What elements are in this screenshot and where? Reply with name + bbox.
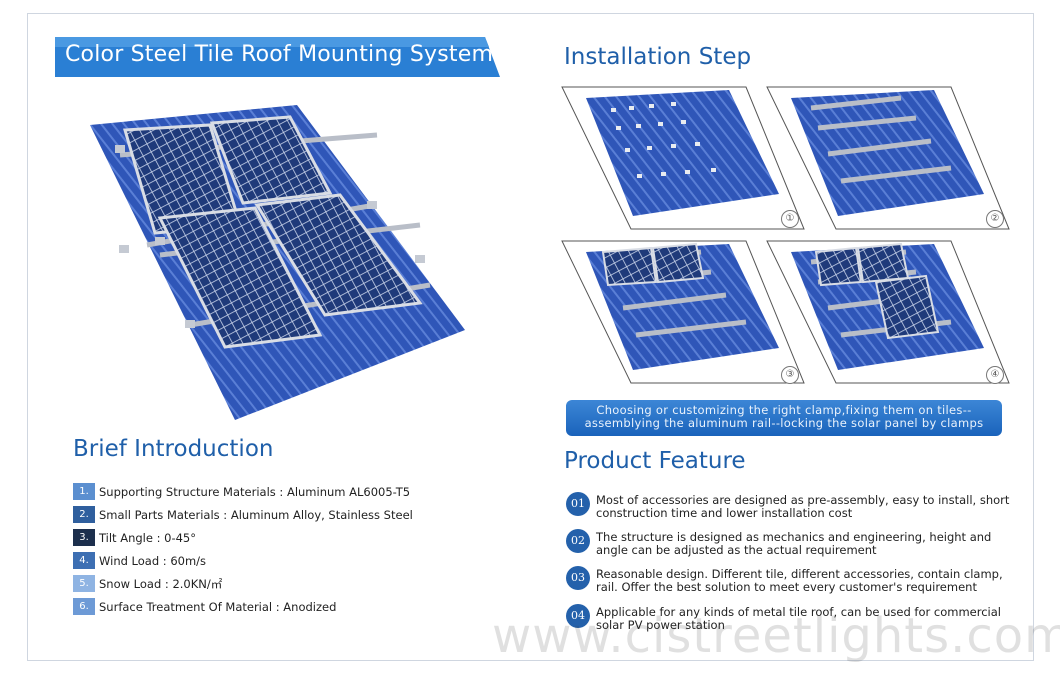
intro-item-2: 2. Small Parts Materials : Aluminum Allo… <box>73 503 413 526</box>
step-3-illustration <box>561 240 805 384</box>
intro-badge-3: 3. <box>73 529 95 546</box>
installation-step-heading: Installation Step <box>564 44 752 70</box>
feature-item-4: 04 Applicable for any kinds of metal til… <box>566 604 1016 632</box>
caption-line-1: Choosing or customizing the right clamp,… <box>596 403 972 417</box>
feature-text-3: Reasonable design. Different tile, diffe… <box>596 567 1003 594</box>
step-number-3: ③ <box>781 366 799 384</box>
intro-item-3: 3. Tilt Angle : 0-45° <box>73 526 413 549</box>
intro-label-5: Snow Load : 2.0KN/㎡ <box>99 576 223 591</box>
title-banner-background <box>55 37 500 77</box>
watermark-text: www.cistreetlights.com <box>492 608 1060 664</box>
feature-text-4: Applicable for any kinds of metal tile r… <box>596 605 1001 632</box>
intro-label-6: Surface Treatment Of Material : Anodized <box>99 599 337 614</box>
feature-text-1: Most of accessories are designed as pre-… <box>596 493 1010 520</box>
feature-item-3: 03 Reasonable design. Different tile, di… <box>566 566 1016 594</box>
intro-badge-1: 1. <box>73 483 95 500</box>
feature-number-3: 03 <box>566 566 590 590</box>
intro-badge-2: 2. <box>73 506 95 523</box>
brief-introduction-heading: Brief Introduction <box>73 436 274 462</box>
step-number-1: ① <box>781 210 799 228</box>
caption-line-2: assemblying the aluminum rail--locking t… <box>584 416 984 430</box>
feature-number-4: 04 <box>566 604 590 628</box>
feature-text-2: The structure is designed as mechanics a… <box>596 530 992 557</box>
intro-item-4: 4. Wind Load : 60m/s <box>73 549 413 572</box>
step-2-illustration <box>766 86 1010 230</box>
content-frame <box>27 13 1034 661</box>
step-4-illustration <box>766 240 1010 384</box>
installation-caption: Choosing or customizing the right clamp,… <box>566 400 1002 436</box>
step-number-2: ② <box>986 210 1004 228</box>
roof-mounting-illustration <box>90 105 465 420</box>
intro-item-6: 6. Surface Treatment Of Material : Anodi… <box>73 595 413 618</box>
intro-label-3: Tilt Angle : 0-45° <box>99 530 196 545</box>
feature-item-2: 02 The structure is designed as mechanic… <box>566 529 1016 557</box>
feature-item-1: 01 Most of accessories are designed as p… <box>566 492 1016 520</box>
installation-step-1: ① <box>561 86 805 230</box>
step-1-illustration <box>561 86 805 230</box>
title-banner: Color Steel Tile Roof Mounting System <box>55 37 500 77</box>
installation-step-3: ③ <box>561 240 805 384</box>
intro-label-1: Supporting Structure Materials : Aluminu… <box>99 484 411 499</box>
intro-item-1: 1. Supporting Structure Materials : Alum… <box>73 480 413 503</box>
feature-number-1: 01 <box>566 492 590 516</box>
intro-label-2: Small Parts Materials : Aluminum Alloy, … <box>99 507 413 522</box>
introduction-list: 1. Supporting Structure Materials : Alum… <box>73 480 413 618</box>
page-title: Color Steel Tile Roof Mounting System <box>65 42 494 67</box>
intro-label-4: Wind Load : 60m/s <box>99 553 207 568</box>
intro-item-5: 5. Snow Load : 2.0KN/㎡ <box>73 572 413 595</box>
product-feature-heading: Product Feature <box>564 448 746 474</box>
installation-step-4: ④ <box>766 240 1010 384</box>
intro-badge-5: 5. <box>73 575 95 592</box>
intro-badge-4: 4. <box>73 552 95 569</box>
step-number-4: ④ <box>986 366 1004 384</box>
feature-number-2: 02 <box>566 529 590 553</box>
installation-step-2: ② <box>766 86 1010 230</box>
intro-badge-6: 6. <box>73 598 95 615</box>
